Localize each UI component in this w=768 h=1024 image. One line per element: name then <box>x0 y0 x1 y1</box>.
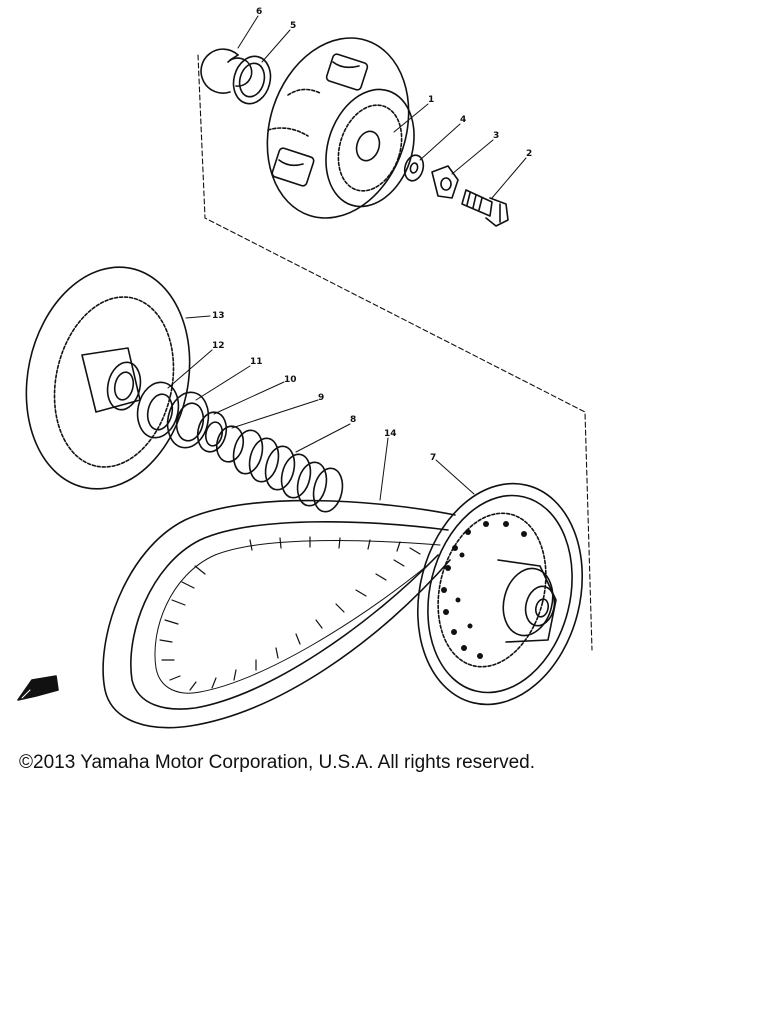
callout-1: 1 <box>428 95 434 105</box>
collar-part-10 <box>196 411 228 453</box>
callout-3: 3 <box>493 131 499 141</box>
callout-2: 2 <box>526 149 532 159</box>
retainer-part-9 <box>215 425 245 463</box>
ring-part-5 <box>232 55 272 105</box>
callout-7: 7 <box>430 453 436 463</box>
bolt-part-2 <box>461 189 509 227</box>
front-arrow-icon <box>17 675 59 701</box>
callout-13: 13 <box>212 311 225 321</box>
callout-12: 12 <box>212 341 225 351</box>
spring-seat-part-11 <box>166 391 210 449</box>
washer-part-4 <box>403 154 425 182</box>
callout-11: 11 <box>250 357 263 367</box>
assembly-dashed-outline <box>197 54 593 651</box>
callout-6: 6 <box>256 7 262 17</box>
callout-10: 10 <box>284 375 297 385</box>
leader-lines <box>167 15 527 501</box>
exploded-parts-diagram: 6 5 1 4 3 2 13 12 11 10 9 8 14 7 <box>17 7 593 729</box>
sheave-part-7 <box>416 482 584 706</box>
sheave-holes <box>441 521 527 659</box>
v-belt-part-14 <box>102 499 456 729</box>
bushing-part-12 <box>136 381 180 439</box>
spring-part-8 <box>232 429 344 513</box>
callout-5: 5 <box>290 21 296 31</box>
drive-sheave-part-1 <box>266 37 415 219</box>
lock-plate-part-3 <box>431 165 459 199</box>
callout-14: 14 <box>384 429 397 439</box>
callout-9: 9 <box>318 393 324 403</box>
callout-4: 4 <box>460 115 466 125</box>
callout-8: 8 <box>350 415 356 425</box>
copyright-notice: ©2013 Yamaha Motor Corporation, U.S.A. A… <box>19 752 535 773</box>
belt-teeth <box>159 536 421 691</box>
circlip-part-6 <box>200 48 253 94</box>
